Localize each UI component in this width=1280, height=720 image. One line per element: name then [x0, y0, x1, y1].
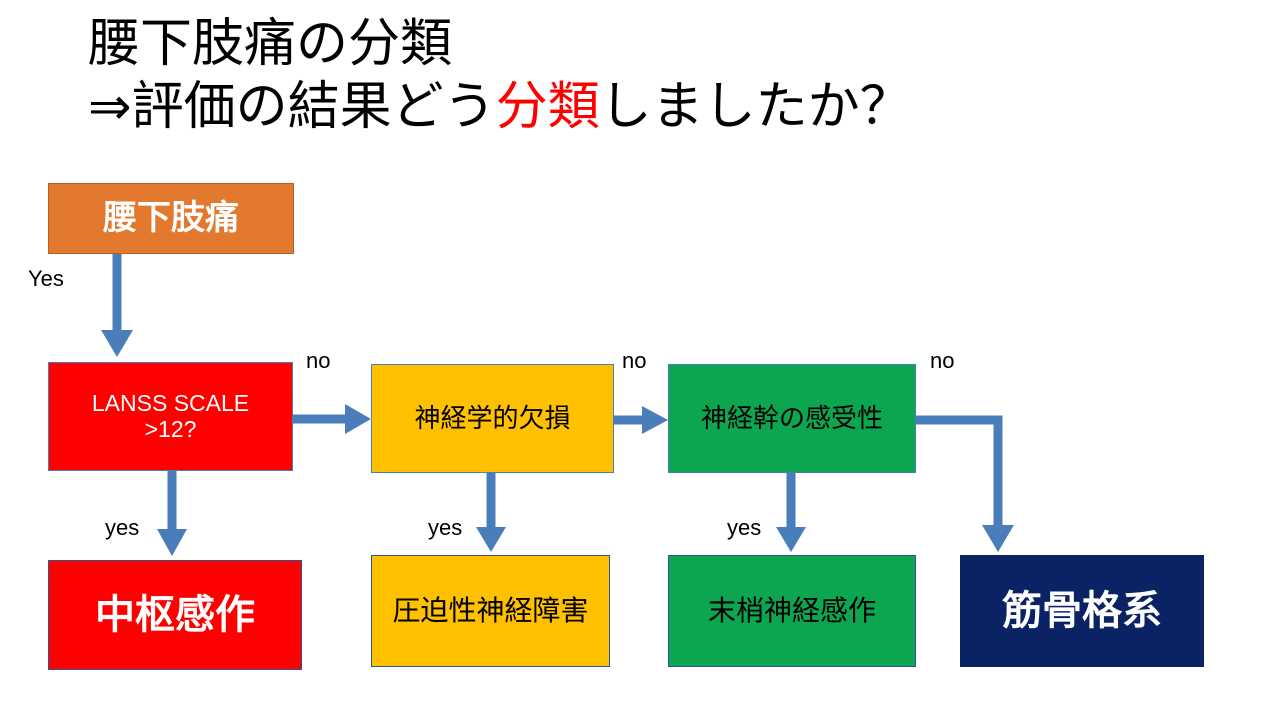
node-decision-lanss-label-line-2: >12?: [144, 415, 197, 442]
edge-lanss-to-neuro-deficit: [293, 404, 371, 434]
node-outcome-central-sensitization-label: 中枢感作: [95, 592, 255, 637]
node-outcome-peripheral-sensitization-label: 末梢神経感作: [707, 595, 876, 627]
edge-label-start-yes: Yes: [28, 266, 64, 291]
title-line-1: 腰下肢痛の分類: [88, 15, 453, 73]
node-outcome-musculoskeletal-label: 筋骨格系: [1002, 588, 1162, 633]
title-line-2-suffix: しましたか？: [599, 78, 912, 137]
edge-neuro-deficit-to-nerve-trunk: [614, 406, 668, 434]
node-decision-nerve-trunk-sensitivity-label: 神経幹の感受性: [700, 402, 883, 433]
edge-label-yes-2: yes: [428, 515, 463, 540]
edge-start-to-lanss: [101, 254, 133, 357]
edge-nerve-trunk-to-peripheral-sensitization: [776, 473, 806, 552]
edge-label-no-3: no: [930, 348, 955, 373]
edge-label-yes-1: yes: [105, 515, 140, 540]
edge-nerve-trunk-to-musculoskeletal: [916, 415, 1014, 552]
node-decision-neurological-deficit-label: 神経学的欠損: [414, 402, 571, 433]
node-start-label: 腰下肢痛: [103, 199, 239, 238]
node-decision-lanss-scale[interactable]: LANSS SCALE >12?: [48, 362, 293, 471]
node-outcome-musculoskeletal[interactable]: 筋骨格系: [960, 555, 1204, 667]
edge-label-no-2: no: [622, 348, 647, 373]
node-decision-neurological-deficit[interactable]: 神経学的欠損: [371, 364, 614, 473]
edge-neuro-deficit-to-compressive-neuropathy: [476, 473, 506, 552]
title-highlight-bunrui: 分類: [495, 78, 600, 137]
node-outcome-peripheral-sensitization[interactable]: 末梢神経感作: [668, 555, 916, 667]
page-title: 腰下肢痛の分類 ⇒評価の結果どう分類しましたか？: [88, 14, 1208, 139]
edge-label-yes-3: yes: [727, 515, 762, 540]
node-decision-lanss-label-line-1: LANSS SCALE: [91, 389, 250, 416]
node-decision-nerve-trunk-sensitivity[interactable]: 神経幹の感受性: [668, 364, 916, 473]
node-outcome-compressive-neuropathy[interactable]: 圧迫性神経障害: [371, 555, 610, 667]
edge-lanss-to-central-sensitization: [157, 471, 187, 556]
node-outcome-central-sensitization[interactable]: 中枢感作: [48, 560, 302, 670]
edge-label-no-1: no: [306, 348, 331, 373]
node-start-low-back-leg-pain[interactable]: 腰下肢痛: [48, 183, 294, 254]
node-outcome-compressive-neuropathy-label: 圧迫性神経障害: [392, 595, 589, 627]
title-line-2-prefix: ⇒評価の結果どう: [88, 78, 496, 137]
title-line-2: ⇒評価の結果どう分類しましたか？: [88, 77, 1208, 138]
